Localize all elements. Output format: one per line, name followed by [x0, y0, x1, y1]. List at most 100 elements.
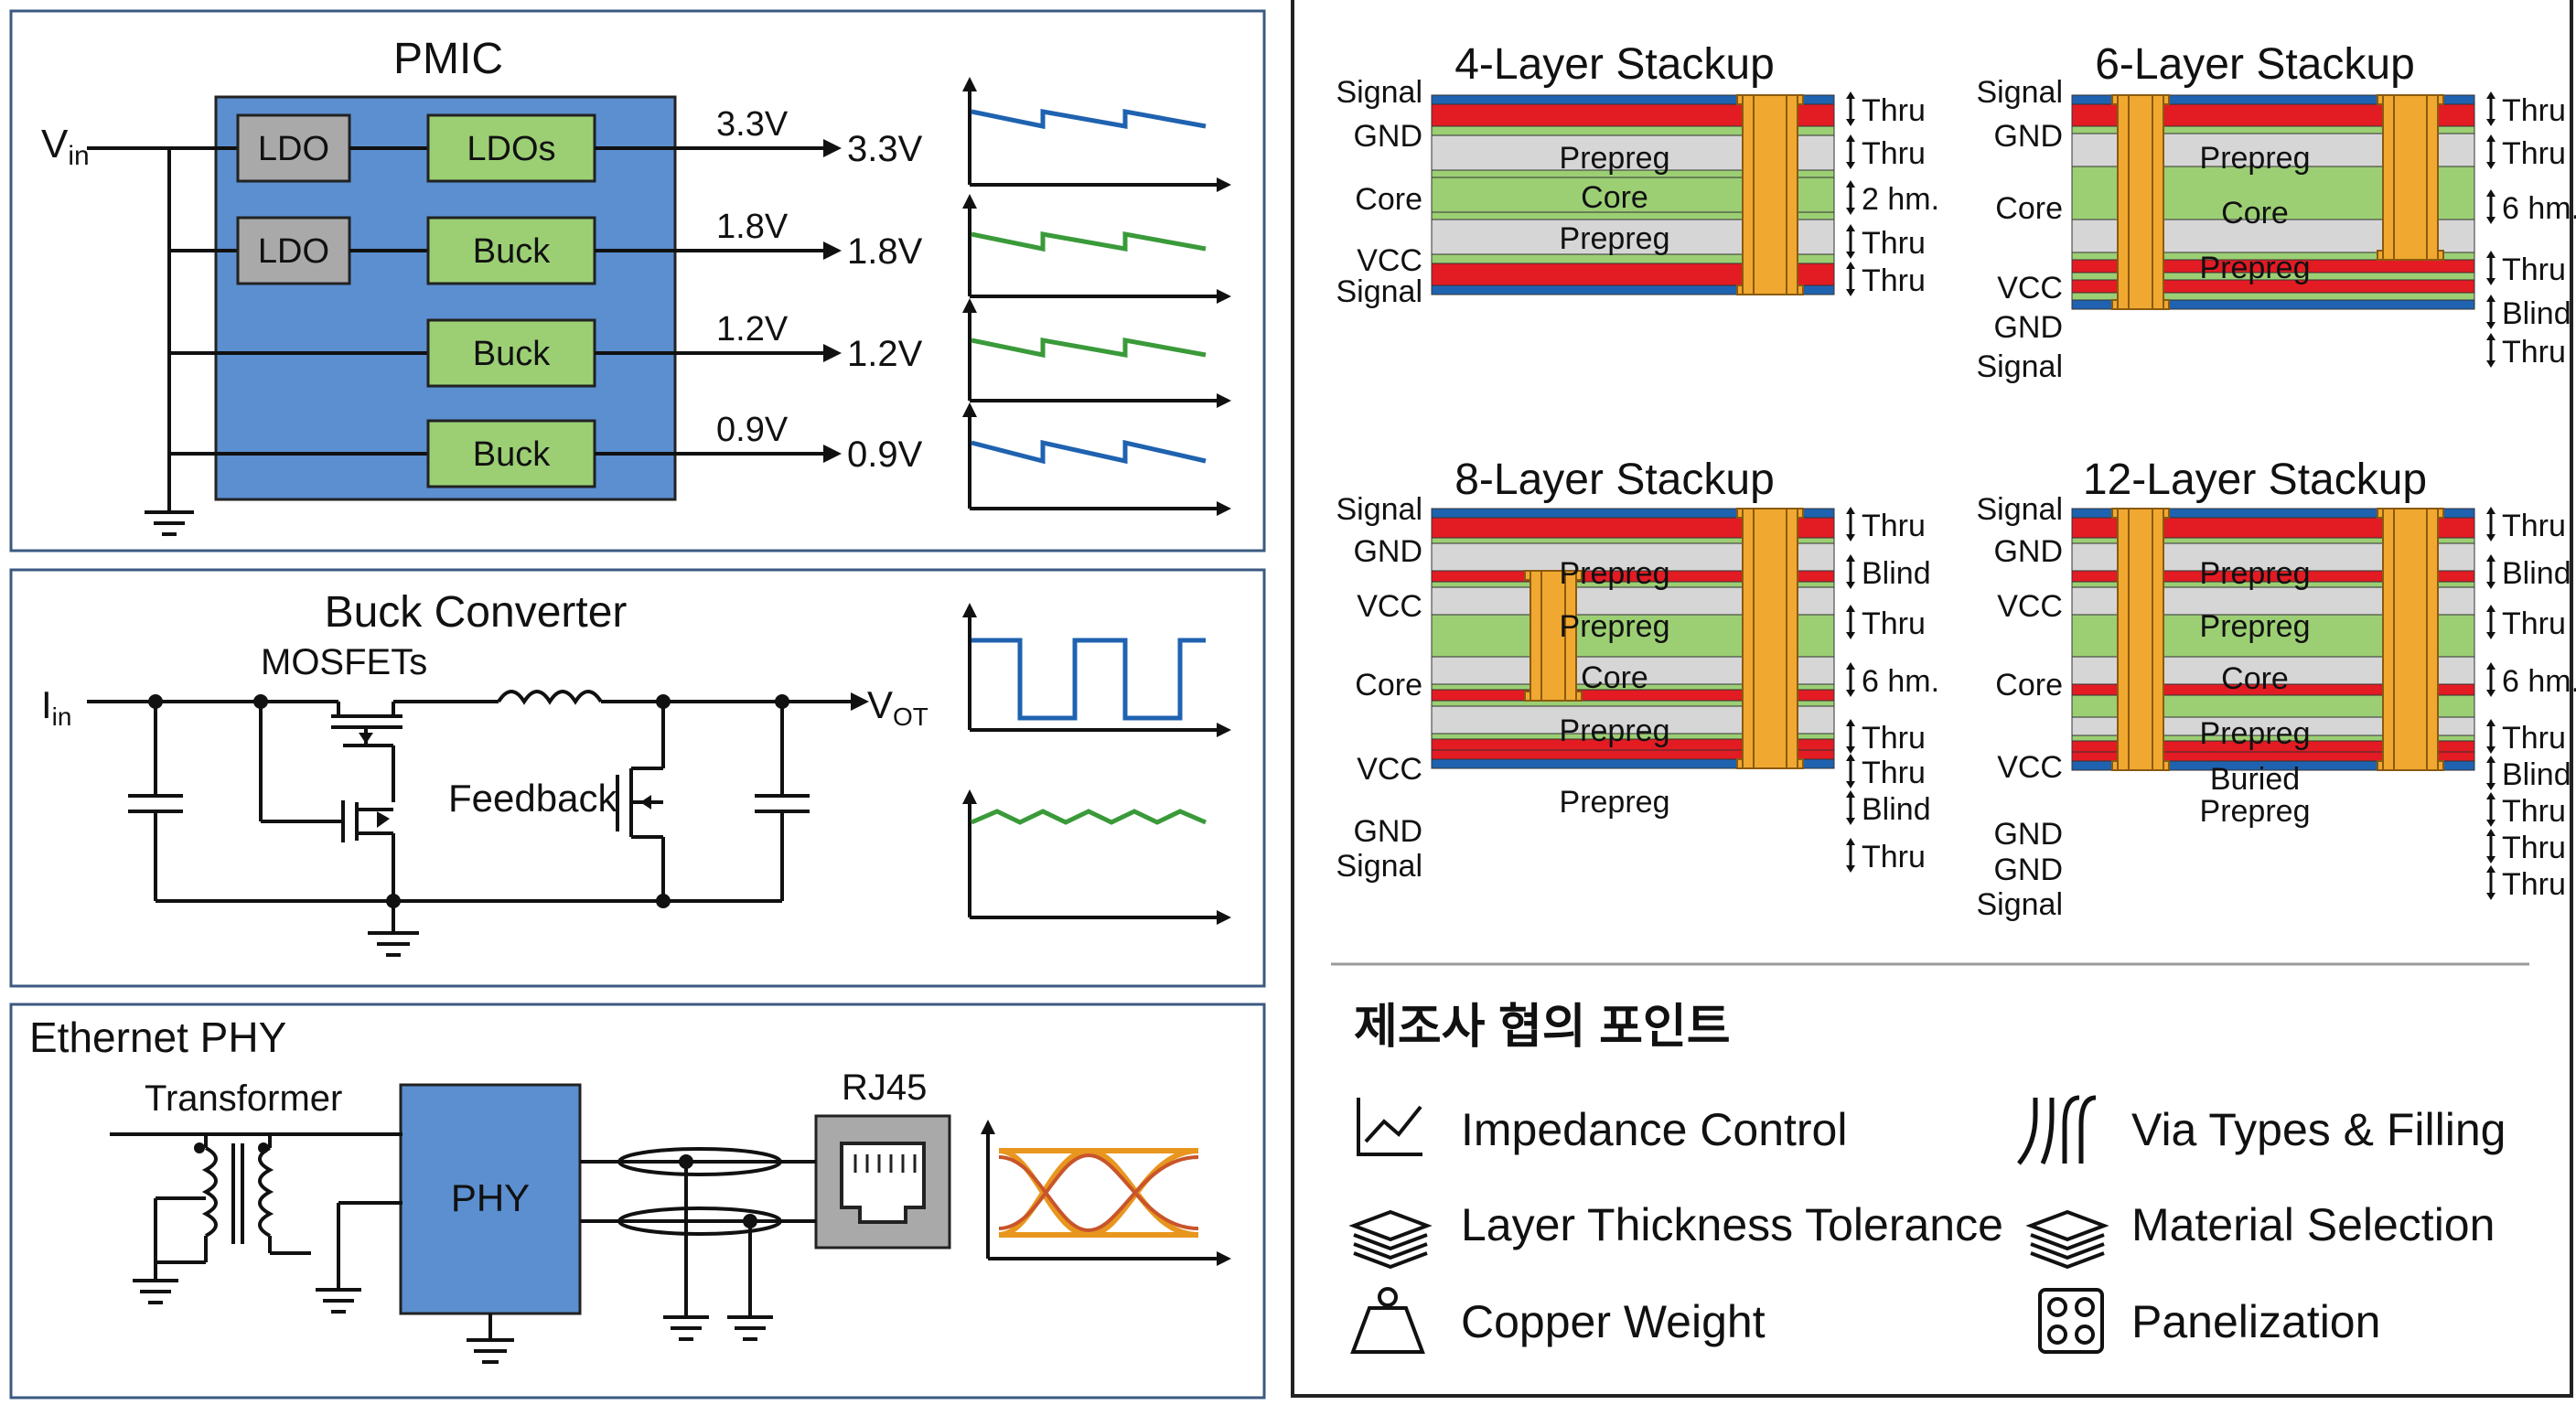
- dimension-arrowhead: [2486, 783, 2496, 790]
- phy-panel: Ethernet PHY Transformer RJ45 PHY: [9, 1003, 1266, 1400]
- via-barrel: [2382, 508, 2439, 771]
- via-core: [2128, 508, 2153, 771]
- stackup-diagram: 6-Layer StackupPrepregCorePrepregSignalG…: [1976, 40, 2576, 384]
- stackup-right-label: Thru: [1862, 136, 1926, 171]
- stackup-mid-label: Prepreg: [2200, 609, 2311, 644]
- dimension-arrowhead: [2486, 534, 2496, 542]
- stackup-right-label: Thru: [2502, 335, 2566, 370]
- dimension-arrowhead: [1846, 662, 1855, 670]
- stackup-left-label: Core: [1995, 191, 2063, 226]
- dimension-arrowhead: [1846, 252, 1855, 259]
- dimension-arrowhead: [1846, 289, 1855, 296]
- dimension-arrowhead: [1846, 746, 1855, 754]
- discussion-item-label: Material Selection: [2131, 1199, 2495, 1250]
- dimension-arrowhead: [2486, 690, 2496, 697]
- dimension-arrowhead: [1846, 719, 1855, 726]
- dimension-arrowhead: [2486, 756, 2496, 763]
- stackup-mid-label: Core: [1581, 660, 1648, 695]
- stackup-layer: [2071, 299, 2475, 310]
- stackup-left-label: GND: [1993, 853, 2063, 887]
- waveform-ripple: [962, 789, 1231, 925]
- stackup-right-label: Thru: [2502, 794, 2566, 829]
- ldo-block-1: [236, 113, 351, 183]
- discussion-item-label: Layer Thickness Tolerance: [1461, 1199, 2003, 1250]
- mosfets-label: MOSFETs: [261, 642, 427, 682]
- dimension-arrowhead: [2486, 582, 2496, 589]
- dimension-arrowhead: [2486, 746, 2496, 754]
- dimension-arrowhead: [1846, 162, 1855, 169]
- regulator-label-4: Buck: [473, 435, 551, 474]
- stackup-left-label: VCC: [1357, 752, 1422, 787]
- stackup-left-label: GND: [1353, 534, 1422, 569]
- stackup-left-label: GND: [1993, 534, 2063, 569]
- dimension-arrowhead: [1846, 865, 1855, 873]
- stackup-mid-label: Prepreg: [1560, 609, 1670, 644]
- waveform-1v2: [962, 298, 1231, 408]
- dimension-arrowhead: [2486, 605, 2496, 612]
- dimension-arrowhead: [1846, 754, 1855, 761]
- dimension-arrowhead: [1846, 224, 1855, 231]
- stackup-left-label: Signal: [1976, 492, 2063, 527]
- stackup-diagram: 4-Layer StackupPrepregCorePrepregSignalG…: [1336, 40, 1939, 309]
- via-barrel: [1742, 94, 1798, 295]
- stackup-left-label: Signal: [1336, 849, 1422, 884]
- dimension-arrowhead: [1846, 208, 1855, 215]
- out-value-2: 1.8V: [847, 231, 923, 272]
- dimension-arrowhead: [1846, 605, 1855, 612]
- phy-circuit: [110, 1132, 816, 1364]
- stackup-left-label: Core: [1995, 668, 2063, 702]
- stackup-left-label: Signal: [1336, 492, 1422, 527]
- stackup-right-label: Thru: [1862, 756, 1926, 790]
- stackup-left-label: Core: [1355, 182, 1422, 217]
- pmic-ground-icon: [145, 494, 194, 536]
- stackup-left-label: VCC: [1357, 243, 1422, 278]
- output-arrowheads: [823, 139, 842, 463]
- stackup-right-label: Thru: [1862, 226, 1926, 261]
- impedance-chart-icon: [1357, 1098, 1422, 1156]
- dimension-arrowhead: [1846, 554, 1855, 562]
- phy-block-label: PHY: [451, 1176, 530, 1219]
- stackup-mid-label: Core: [2221, 661, 2289, 696]
- dimension-arrowhead: [2486, 829, 2496, 836]
- stackup-diagram: 8-Layer StackupPrepregPrepregCorePrepreg…: [1336, 456, 1939, 884]
- dimension-arrowhead: [2486, 134, 2496, 142]
- stackup-left-label: Signal: [1976, 349, 2063, 384]
- dimension-arrowhead: [2486, 322, 2496, 329]
- stackup-right-label: Thru: [2502, 831, 2566, 865]
- dimension-arrowhead: [1846, 790, 1855, 798]
- stackup-title: 4-Layer Stackup: [1454, 40, 1775, 89]
- via-core: [2128, 94, 2153, 310]
- out-label-2: 1.8V: [716, 208, 789, 246]
- stackup-right-label: Thru: [1862, 509, 1926, 543]
- waveform-1v8: [962, 194, 1231, 304]
- stackup-left-label: GND: [1353, 119, 1422, 154]
- stackup-mid-label: Core: [1581, 180, 1648, 215]
- stackup-right-label: Thru: [2502, 136, 2566, 171]
- stackup-group: 4-Layer StackupPrepregCorePrepregSignalG…: [1336, 40, 2576, 922]
- weight-icon: [1350, 1287, 1425, 1354]
- stackup-right-label: Blind: [2502, 757, 2571, 792]
- dimension-arrowhead: [1846, 262, 1855, 269]
- out-label-4: 0.9V: [716, 411, 789, 449]
- out-value-3: 1.2V: [847, 334, 923, 374]
- out-label-1: 3.3V: [716, 105, 789, 144]
- via-barrel: [2117, 508, 2164, 771]
- rj45-connector-icon: [814, 1114, 951, 1249]
- pmic-panel: PMIC Vin LDO LDO LDOs Buck Buck Buck 3.3: [9, 9, 1266, 552]
- stackup-mid-label: Core: [2221, 196, 2289, 231]
- dimension-arrowhead: [2486, 360, 2496, 368]
- stackup-left-label: Signal: [1336, 75, 1422, 110]
- regulator-block-3: [426, 318, 596, 388]
- stackup-mid-label: Prepreg: [1560, 141, 1670, 176]
- dimension-arrowhead: [1846, 134, 1855, 142]
- dimension-arrowhead: [1846, 507, 1855, 514]
- dimension-arrowhead: [1846, 632, 1855, 639]
- via-core: [2393, 508, 2428, 771]
- rj45-label: RJ45: [842, 1067, 927, 1108]
- stackup-mid-label: Prepreg: [2200, 794, 2311, 829]
- buck-nodes: [148, 692, 869, 908]
- regulator-label-1: LDOs: [467, 130, 555, 168]
- buck-panel: Buck Converter MOSFETs Iin VOT Feedback: [9, 568, 1266, 988]
- dimension-arrowhead: [2486, 162, 2496, 169]
- stackup-left-label: Signal: [1976, 887, 2063, 922]
